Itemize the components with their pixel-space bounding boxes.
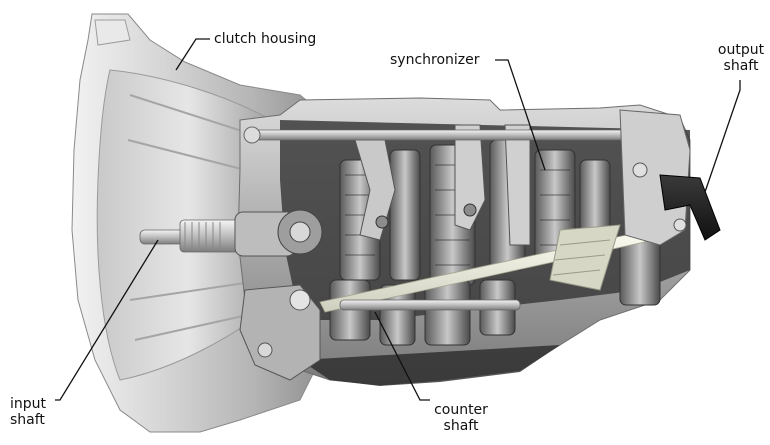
output-shaft-shape (619, 109, 721, 246)
label-input-shaft: input shaft (10, 396, 46, 428)
label-output-shaft-line1: output (717, 42, 765, 58)
lower-housing-parts (239, 284, 521, 381)
label-output-shaft: output shaft (708, 42, 770, 74)
leader-input-shaft (55, 239, 159, 401)
shift-forks (354, 124, 531, 246)
leader-output-shaft (704, 80, 741, 193)
leader-lines (55, 38, 741, 401)
label-counter-shaft-line2: shaft (443, 418, 479, 434)
label-input-shaft-line2: shaft (10, 412, 45, 428)
shift-rail (319, 224, 646, 313)
input-shaft-shape (139, 209, 323, 257)
label-input-shaft-line1: input (10, 396, 47, 412)
label-counter-shaft: counter shaft (426, 402, 496, 434)
leader-clutch-housing (175, 38, 210, 71)
label-output-shaft-line2: shaft (723, 58, 759, 74)
label-synchronizer: synchronizer (390, 52, 480, 68)
leader-counter-shaft (374, 311, 430, 401)
leader-synchronizer (495, 59, 546, 171)
top-shift-rod (244, 129, 636, 141)
label-counter-shaft-line1: counter (434, 402, 488, 418)
label-clutch-housing: clutch housing (214, 31, 317, 47)
